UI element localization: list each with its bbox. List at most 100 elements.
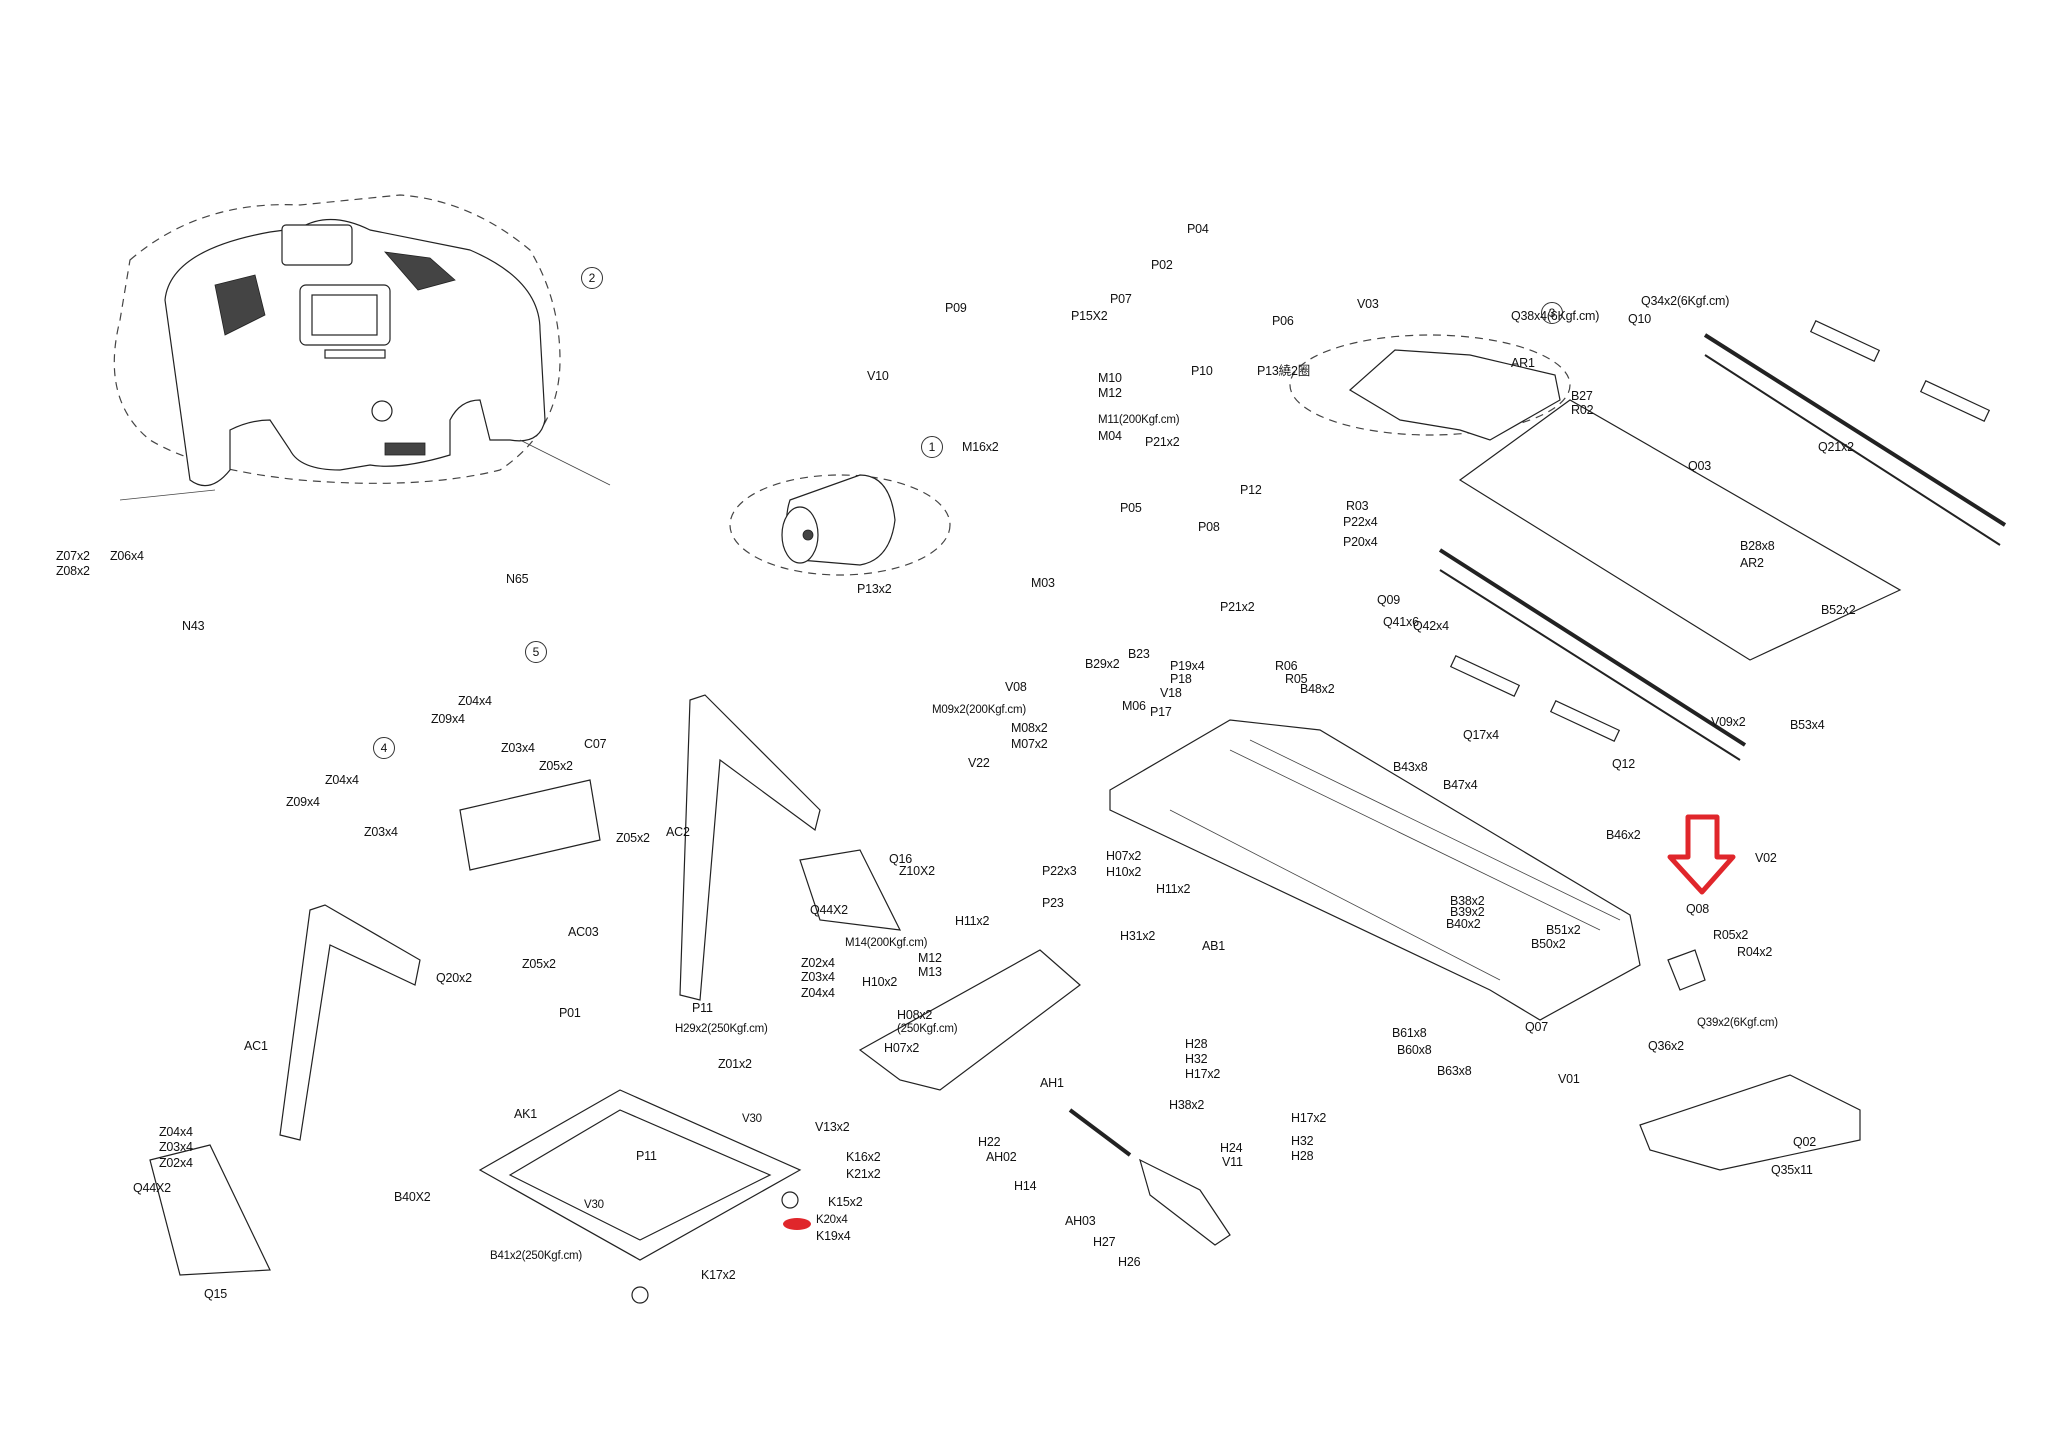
part-label: B38x2 xyxy=(1450,894,1485,908)
part-label: H07x2 xyxy=(884,1041,920,1055)
part-label: K16x2 xyxy=(846,1150,881,1164)
part-label: H08x2 xyxy=(897,1008,933,1022)
part-label: P21x2 xyxy=(1220,600,1255,614)
part-label: R05x2 xyxy=(1713,928,1749,942)
part-label: Z03x4 xyxy=(501,741,535,755)
part-label: V09x2 xyxy=(1711,715,1746,729)
part-label: P22x4 xyxy=(1343,515,1378,529)
part-label: P17 xyxy=(1150,705,1172,719)
part-label: H24 xyxy=(1220,1141,1243,1155)
part-label: Z03x4 xyxy=(801,970,835,984)
part-label: P04 xyxy=(1187,222,1209,236)
part-label: Z04x4 xyxy=(159,1125,193,1139)
part-label: M13 xyxy=(918,965,942,979)
part-label: B23 xyxy=(1128,647,1150,661)
part-label: R04x2 xyxy=(1737,945,1773,959)
part-label: Z02x4 xyxy=(159,1156,193,1170)
part-label: P05 xyxy=(1120,501,1142,515)
part-label: B48x2 xyxy=(1300,682,1335,696)
part-label: AH1 xyxy=(1040,1076,1064,1090)
part-label: V10 xyxy=(867,369,889,383)
uprights xyxy=(149,694,902,1276)
part-label: H10x2 xyxy=(862,975,898,989)
motor-cover-assembly xyxy=(1289,334,1571,441)
part-label: P20x4 xyxy=(1343,535,1378,549)
part-label: Q21x2 xyxy=(1818,440,1854,454)
part-label: Z03x4 xyxy=(364,825,398,839)
part-label: M12 xyxy=(918,951,942,965)
part-label: AR2 xyxy=(1740,556,1764,570)
part-label: P13x2 xyxy=(857,582,892,596)
part-label: Q08 xyxy=(1686,902,1710,916)
part-label: H32 xyxy=(1185,1052,1208,1066)
assembly-callout-5: 5 xyxy=(525,641,547,663)
part-label: M16x2 xyxy=(962,440,999,454)
part-label: P15X2 xyxy=(1071,309,1108,323)
part-label: P23 xyxy=(1042,896,1064,910)
part-label: AC03 xyxy=(568,925,599,939)
part-label: H10x2 xyxy=(1106,865,1142,879)
part-label: Q36x2 xyxy=(1648,1039,1684,1053)
part-label: Z04x4 xyxy=(458,694,492,708)
part-label: H11x2 xyxy=(1156,882,1191,896)
part-label: Z01x2 xyxy=(718,1057,752,1071)
part-label: H17x2 xyxy=(1291,1111,1327,1125)
part-label: Z03x4 xyxy=(159,1140,193,1154)
part-label: B27 xyxy=(1571,389,1593,403)
part-label: Q10 xyxy=(1628,312,1652,326)
part-label: B41x2(250Kgf.cm) xyxy=(490,1250,583,1262)
motor-assembly xyxy=(729,474,951,576)
part-label: H11x2 xyxy=(955,914,990,928)
part-label: Z04x4 xyxy=(801,986,835,1000)
part-label: H14 xyxy=(1014,1179,1037,1193)
part-label: AR1 xyxy=(1511,356,1535,370)
part-label: AK1 xyxy=(514,1107,538,1121)
part-label: R02 xyxy=(1571,403,1594,417)
part-label: Q42x4 xyxy=(1413,619,1449,633)
part-label: Q12 xyxy=(1612,757,1636,771)
part-label: B63x8 xyxy=(1437,1064,1472,1078)
part-label: P09 xyxy=(945,301,967,315)
part-label: H38x2 xyxy=(1169,1098,1205,1112)
part-label: Q35x11 xyxy=(1771,1163,1813,1177)
part-label: P11 xyxy=(636,1149,657,1163)
part-label: Z09x4 xyxy=(286,795,320,809)
part-label: Z02x4 xyxy=(801,956,835,970)
part-label: B51x2 xyxy=(1546,923,1581,937)
part-label: V30 xyxy=(584,1199,604,1211)
part-label: M03 xyxy=(1031,576,1055,590)
part-label: Q39x2(6Kgf.cm) xyxy=(1697,1017,1778,1029)
part-label: B40x2 xyxy=(1446,917,1481,931)
part-label: P10 xyxy=(1191,364,1213,378)
part-label: Z10X2 xyxy=(899,864,935,878)
part-label: M10 xyxy=(1098,371,1122,385)
part-label: H22 xyxy=(978,1135,1001,1149)
part-label: B43x8 xyxy=(1393,760,1428,774)
part-label: Q41x6 xyxy=(1383,615,1419,629)
part-label: H28 xyxy=(1291,1149,1314,1163)
part-label: B61x8 xyxy=(1392,1026,1427,1040)
part-label: H26 xyxy=(1118,1255,1141,1269)
part-label: Q16 xyxy=(889,852,913,866)
part-label: V02 xyxy=(1755,851,1777,865)
part-label: K19x4 xyxy=(816,1229,851,1243)
part-label: Z06x4 xyxy=(110,549,144,563)
part-label: M11(200Kgf.cm) xyxy=(1098,414,1180,426)
part-label: P02 xyxy=(1151,258,1173,272)
part-label: P19x4 xyxy=(1170,659,1205,673)
highlight-arrow xyxy=(1667,814,1736,895)
part-label: V11 xyxy=(1222,1155,1243,1169)
part-label: P08 xyxy=(1198,520,1220,534)
part-label: V22 xyxy=(968,756,990,770)
part-label: Z08x2 xyxy=(56,564,90,578)
part-label: Q38x4(6Kgf.cm) xyxy=(1511,309,1600,323)
part-label: B40X2 xyxy=(394,1190,431,1204)
part-label: Z09x4 xyxy=(431,712,465,726)
assembly-callout-3: 3 xyxy=(1541,302,1563,324)
part-label: Q02 xyxy=(1793,1135,1817,1149)
part-label: C07 xyxy=(584,737,607,751)
part-label: V30 xyxy=(742,1113,762,1125)
part-label: B46x2 xyxy=(1606,828,1641,842)
part-label: M08x2 xyxy=(1011,721,1048,735)
